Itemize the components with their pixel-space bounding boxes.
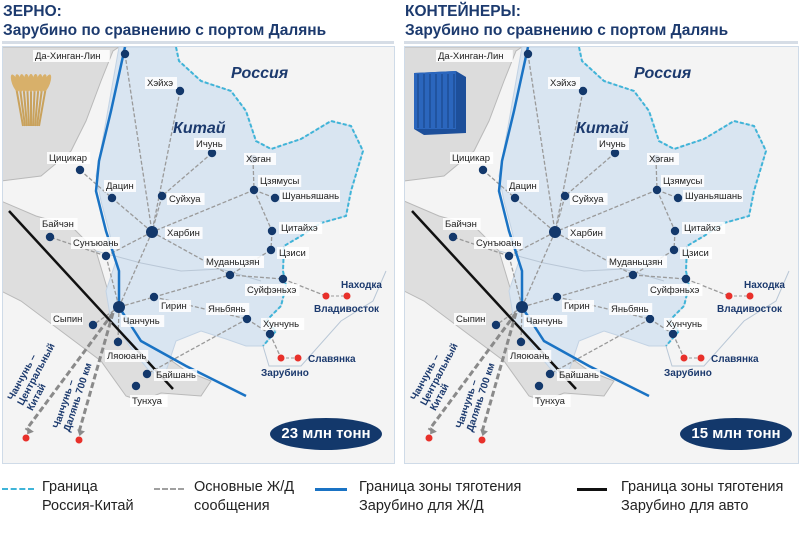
- svg-text:Гирин: Гирин: [564, 301, 590, 312]
- svg-text:Дацин: Дацин: [509, 181, 537, 192]
- svg-text:Хэган: Хэган: [649, 154, 674, 165]
- svg-text:Хунчунь: Хунчунь: [666, 319, 702, 330]
- grain-title-divider: [2, 41, 394, 44]
- svg-text:Ичунь: Ичунь: [599, 139, 626, 150]
- svg-text:Шуаньяшань: Шуаньяшань: [685, 191, 742, 202]
- svg-text:Суйхуа: Суйхуа: [169, 194, 201, 205]
- svg-text:Хэйхэ: Хэйхэ: [550, 78, 576, 89]
- svg-text:Дацин: Дацин: [106, 181, 134, 192]
- svg-text:Цитайхэ: Цитайхэ: [281, 223, 318, 234]
- svg-text:Зарубино: Зарубино: [261, 367, 309, 379]
- legend-label: Граница: [42, 479, 98, 495]
- svg-text:Суйфэньхэ: Суйфэньхэ: [650, 285, 700, 296]
- svg-text:Находка: Находка: [341, 280, 382, 291]
- svg-text:Сунъюань: Сунъюань: [73, 238, 118, 249]
- grain-title-line2: Зарубино по сравнению с портом Далянь: [3, 22, 327, 39]
- svg-text:Цзямусы: Цзямусы: [663, 176, 703, 187]
- svg-text:Харбин: Харбин: [570, 228, 603, 239]
- legend-label: Зарубино для авто: [621, 498, 749, 514]
- shipping-container-icon: [414, 71, 466, 135]
- svg-text:Ичунь: Ичунь: [196, 139, 223, 150]
- svg-text:Муданьцзян: Муданьцзян: [206, 257, 260, 268]
- containers-title-line2: Зарубино по сравнению с портом Далянь: [405, 22, 729, 39]
- grain-title-line1: ЗЕРНО:: [3, 3, 62, 20]
- dashed-cyan-line-icon: [2, 488, 34, 490]
- svg-text:Хэйхэ: Хэйхэ: [147, 78, 173, 89]
- svg-text:Тунхуа: Тунхуа: [535, 396, 566, 407]
- svg-text:Сыпин: Сыпин: [53, 314, 82, 325]
- containers-volume-badge: 15 млн тонн: [680, 418, 792, 450]
- svg-text:Байшань: Байшань: [156, 370, 196, 381]
- svg-text:Суйхуа: Суйхуа: [572, 194, 604, 205]
- svg-text:Славянка: Славянка: [308, 354, 356, 365]
- svg-text:Шуаньяшань: Шуаньяшань: [282, 191, 339, 202]
- svg-text:Чанчунь: Чанчунь: [526, 316, 563, 327]
- legend-label: Зарубино для Ж/Д: [359, 498, 484, 514]
- svg-text:Ляоюань: Ляоюань: [107, 351, 146, 362]
- wheat-sheaf-icon: [10, 74, 52, 127]
- svg-text:Цзямусы: Цзямусы: [260, 176, 300, 187]
- svg-text:Сунъюань: Сунъюань: [476, 238, 521, 249]
- svg-text:Чанчунь: Чанчунь: [123, 316, 160, 327]
- svg-text:Ляоюань: Ляоюань: [510, 351, 549, 362]
- grain-panel-title: ЗЕРНО: Зарубино по сравнению с портом Да…: [3, 2, 326, 40]
- svg-text:Цитайхэ: Цитайхэ: [684, 223, 721, 234]
- svg-text:Хунчунь: Хунчунь: [263, 319, 299, 330]
- legend-label: Граница зоны тяготения: [621, 479, 784, 495]
- svg-text:Зарубино: Зарубино: [664, 367, 712, 379]
- svg-text:Гирин: Гирин: [161, 301, 187, 312]
- legend-label: Граница зоны тяготения: [359, 479, 522, 495]
- legend-label: Основные Ж/Д: [194, 479, 295, 495]
- svg-text:Байшань: Байшань: [559, 370, 599, 381]
- svg-text:Китай: Китай: [173, 120, 226, 137]
- svg-text:Славянка: Славянка: [711, 354, 759, 365]
- dashed-gray-line-icon: [154, 488, 184, 490]
- svg-text:Яньбянь: Яньбянь: [208, 304, 246, 315]
- grain-volume-badge: 23 млн тонн: [270, 418, 382, 450]
- legend-label: Россия-Китай: [42, 498, 134, 514]
- black-line-icon: [577, 488, 607, 491]
- legend-label: сообщения: [194, 498, 270, 514]
- svg-text:Байчэн: Байчэн: [42, 219, 74, 230]
- svg-text:Цзиси: Цзиси: [279, 248, 306, 259]
- svg-text:Тунхуа: Тунхуа: [132, 396, 163, 407]
- svg-text:Суйфэньхэ: Суйфэньхэ: [247, 285, 297, 296]
- svg-text:Хэган: Хэган: [246, 154, 271, 165]
- svg-text:Владивосток: Владивосток: [314, 304, 380, 315]
- svg-text:Харбин: Харбин: [167, 228, 200, 239]
- svg-text:Яньбянь: Яньбянь: [611, 304, 649, 315]
- blue-line-icon: [315, 488, 347, 491]
- svg-text:Байчэн: Байчэн: [445, 219, 477, 230]
- svg-text:Цзиси: Цзиси: [682, 248, 709, 259]
- containers-title-line1: КОНТЕЙНЕРЫ:: [405, 3, 521, 20]
- svg-text:Цицикар: Цицикар: [49, 153, 87, 164]
- containers-panel-title: КОНТЕЙНЕРЫ: Зарубино по сравнению с порт…: [405, 2, 728, 40]
- svg-text:Находка: Находка: [744, 280, 785, 291]
- svg-text:Владивосток: Владивосток: [717, 304, 783, 315]
- svg-text:Цицикар: Цицикар: [452, 153, 490, 164]
- svg-text:Муданьцзян: Муданьцзян: [609, 257, 663, 268]
- containers-title-divider: [404, 41, 798, 44]
- svg-text:Да-Хинган-Лин: Да-Хинган-Лин: [35, 51, 101, 62]
- svg-text:Россия: Россия: [231, 65, 289, 82]
- map-legend: Граница Россия-Китай Основные Ж/Д сообще…: [0, 478, 800, 533]
- svg-text:Китай: Китай: [576, 120, 629, 137]
- svg-text:Сыпин: Сыпин: [456, 314, 485, 325]
- svg-text:Россия: Россия: [634, 65, 692, 82]
- svg-text:Да-Хинган-Лин: Да-Хинган-Лин: [438, 51, 504, 62]
